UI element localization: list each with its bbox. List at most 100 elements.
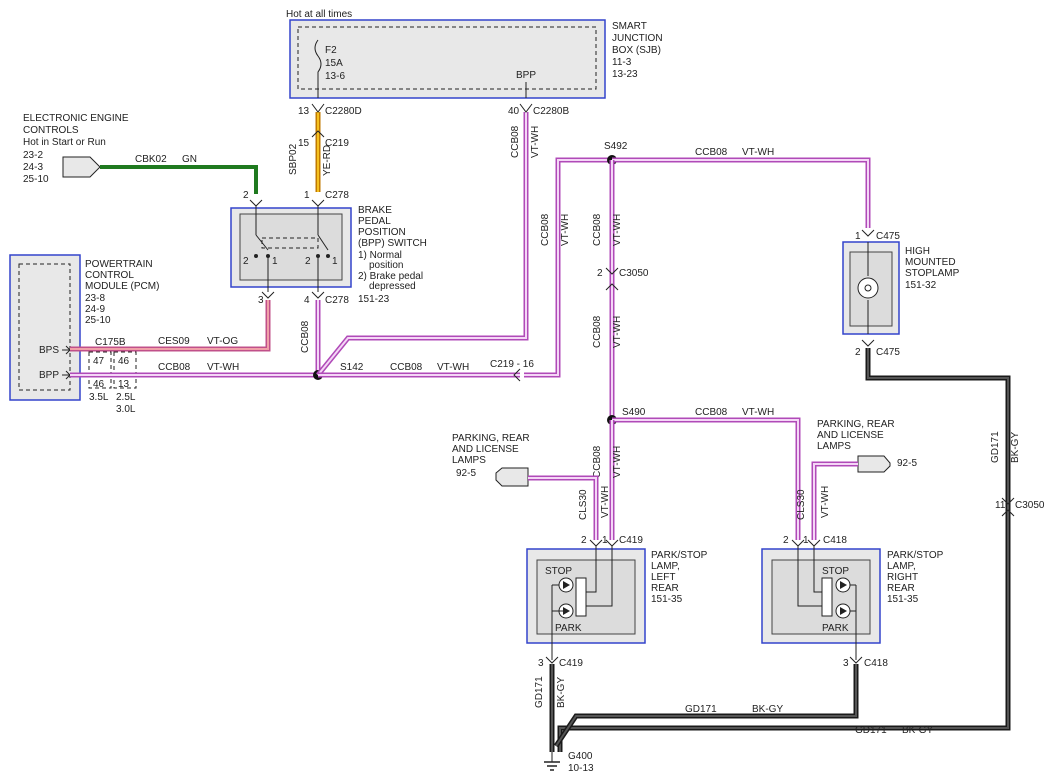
connector-c175b: C175B (95, 337, 126, 348)
bpp-contact-1a: 1 (272, 256, 278, 267)
hot-at-all-times-label: Hot at all times (286, 9, 352, 20)
svg-text:151-35: 151-35 (887, 594, 919, 605)
bpp-pin-4: 4 (304, 295, 310, 306)
left-park-label: PARK (555, 623, 582, 634)
svg-text:PEDAL: PEDAL (358, 216, 391, 227)
fuse-f2-icon (314, 39, 322, 98)
bpp-pin-3: 3 (258, 295, 264, 306)
svg-text:PARK/STOP: PARK/STOP (651, 550, 708, 561)
connector-c475-top: C475 (876, 231, 900, 242)
pin-40: 40 (508, 106, 520, 117)
bulb-icon (857, 277, 879, 299)
wire-vtwh-label-rear: VT-WH (560, 214, 571, 246)
parking-left-tag (495, 467, 529, 487)
wire-vtwh-label-v2: VT-WH (612, 316, 623, 348)
pcm-pin-46a: 46 (93, 379, 105, 390)
wire-vtwh-label-pcm: VT-WH (207, 362, 239, 373)
connector-c419: C419 (619, 535, 643, 546)
ground-g400: G400 (568, 751, 593, 762)
wire-ccb08-label-left: CCB08 (592, 445, 603, 478)
splice-s490-label: S490 (622, 407, 646, 418)
svg-text:MOUNTED: MOUNTED (905, 257, 956, 268)
svg-text:POSITION: POSITION (358, 227, 406, 238)
left-lamp-pin-2: 2 (581, 535, 587, 546)
svg-text:Hot in Start or Run: Hot in Start or Run (23, 137, 106, 148)
wire-vtog-label: VT-OG (207, 336, 238, 347)
wire-bkgy-label-bottom: BK-GY (902, 725, 933, 736)
wire-vtwh-label-cls-right: VT-WH (820, 486, 831, 518)
engine-2-5l: 2.5L (116, 392, 136, 403)
wire-ccb08-label-v2: CCB08 (592, 315, 603, 348)
wire-gd171-label-bottom: GD171 (855, 725, 887, 736)
wire-bkgy-label-hmsl: BK-GY (1010, 432, 1021, 463)
wire-ccb08-label-v1: CCB08 (592, 213, 603, 246)
parking-left-ref: 92-5 (456, 468, 476, 479)
c3050-pin-2: 2 (597, 268, 603, 279)
color-ye-rd: YE-RD (322, 145, 333, 176)
svg-text:AND LICENSE: AND LICENSE (817, 430, 884, 441)
svg-text:RIGHT: RIGHT (887, 572, 918, 583)
wire-cbk02 (100, 165, 258, 194)
svg-text:PARKING, REAR: PARKING, REAR (452, 433, 530, 444)
svg-text:POWERTRAIN: POWERTRAIN (85, 259, 153, 270)
svg-text:25-10: 25-10 (85, 315, 111, 326)
svg-text:REAR: REAR (651, 583, 679, 594)
svg-text:LAMPS: LAMPS (817, 441, 851, 452)
wire-cls30-label-left: CLS30 (578, 489, 589, 520)
svg-text:151-23: 151-23 (358, 294, 390, 305)
connector-c278-bottom: C278 (325, 295, 349, 306)
svg-text:position: position (369, 260, 403, 271)
wire-gn-label: GN (182, 154, 197, 165)
pcm-bpp-label: BPP (39, 370, 59, 381)
svg-text:24-3: 24-3 (23, 162, 43, 173)
ground-icon (544, 761, 560, 771)
svg-text:LAMPS: LAMPS (452, 455, 486, 466)
smart-junction-box (289, 19, 606, 99)
svg-text:CONTROLS: CONTROLS (23, 125, 79, 136)
parking-lamps-left-title: PARKING, REAR AND LICENSE LAMPS (452, 433, 530, 466)
svg-text:LEFT: LEFT (651, 572, 675, 583)
parking-right-tag (857, 455, 891, 473)
engine-3-0l: 3.0L (116, 404, 136, 415)
wire-ccb08-label-rear: CCB08 (540, 213, 551, 246)
svg-text:25-10: 25-10 (23, 174, 49, 185)
right-lamp-pin-2: 2 (783, 535, 789, 546)
wire-gd171-label-right: GD171 (685, 704, 717, 715)
right-stop-label: STOP (822, 566, 849, 577)
engine-3-5l: 3.5L (89, 392, 109, 403)
hmsl-pin-1: 1 (855, 231, 861, 242)
svg-text:151-35: 151-35 (651, 594, 683, 605)
wire-cbk02-label: CBK02 (135, 154, 167, 165)
c219-pin-15: 15 (298, 138, 310, 149)
svg-text:11-3: 11-3 (612, 57, 632, 68)
splice-s492-label: S492 (604, 141, 628, 152)
connector-c219-16: C219 - 16 (490, 359, 534, 370)
svg-text:151-32: 151-32 (905, 280, 937, 291)
wire-ccb08-right (612, 417, 801, 540)
connector-c2280b: C2280B (533, 106, 569, 117)
hmsl-title: HIGH MOUNTED STOPLAMP 151-32 (905, 246, 960, 291)
pcm-pin-47: 47 (93, 356, 105, 367)
wire-cls30-label-right: CLS30 (796, 489, 807, 520)
pin-13: 13 (298, 106, 310, 117)
svg-text:BRAKE: BRAKE (358, 205, 392, 216)
connector-c3050-right: C3050 (1015, 500, 1045, 511)
right-park-label: PARK (822, 623, 849, 634)
connector-c2280d: C2280D (325, 106, 362, 117)
wire-bkgy-label-right: BK-GY (752, 704, 783, 715)
svg-text:depressed: depressed (369, 281, 416, 292)
svg-text:PARK/STOP: PARK/STOP (887, 550, 944, 561)
left-lamp-pin-1: 1 (602, 535, 608, 546)
sjb-title: SMART JUNCTION BOX (SJB) 11-3 13-23 (612, 21, 663, 80)
svg-text:REAR: REAR (887, 583, 915, 594)
parking-right-ref: 92-5 (897, 458, 917, 469)
connector-c219: C219 (325, 138, 349, 149)
eec-title: ELECTRONIC ENGINE CONTROLS Hot in Start … (23, 113, 129, 185)
wire-vtwh-label-v1: VT-WH (612, 214, 623, 246)
connector-c278-top: C278 (325, 190, 349, 201)
left-stop-label: STOP (545, 566, 572, 577)
right-lamp-title: PARK/STOP LAMP, RIGHT REAR 151-35 (887, 550, 944, 605)
wire-ccb08-label-right: CCB08 (695, 407, 728, 418)
svg-text:2) Brake pedal: 2) Brake pedal (358, 271, 423, 282)
wire-gd171-label-left: GD171 (534, 676, 545, 708)
